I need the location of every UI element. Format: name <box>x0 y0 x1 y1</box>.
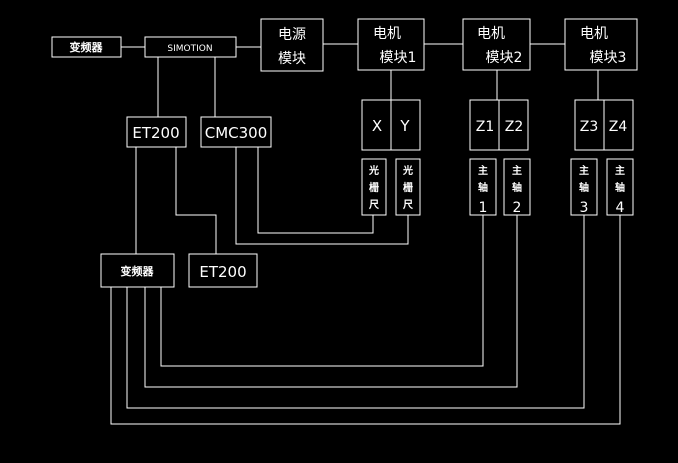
et200-lower-block: ET200 <box>188 253 258 288</box>
spindle-3-char-1: 主 <box>579 164 589 177</box>
spindle-1-char-1: 主 <box>478 164 488 177</box>
grating-ruler-1-char-1: 光 <box>368 164 379 177</box>
wire-vfd-spindle2 <box>144 215 518 388</box>
cmc300-label: CMC300 <box>205 124 268 142</box>
motor-module-3-block: 电机 模块3 <box>564 18 638 71</box>
axis-z3-label: Z3 <box>580 119 599 135</box>
motor-module-1-label-line1: 电机 <box>373 26 401 42</box>
vfd-bottom-block: 变频器 <box>100 253 175 288</box>
grating-ruler-2-char-2: 栅 <box>403 181 413 194</box>
cmc300-block: CMC300 <box>200 116 272 148</box>
spindle-4-char-2: 轴 <box>615 181 625 194</box>
motor-module-2-label-line2: 模块2 <box>486 50 523 66</box>
motor-module-3-label-line1: 电机 <box>580 26 608 42</box>
vfd-top-label: 变频器 <box>70 40 104 54</box>
grating-ruler-1: 光 栅 尺 <box>361 158 387 216</box>
spindle-2-char-2: 轴 <box>512 181 522 194</box>
wire-cmc300-grating2 <box>235 147 409 245</box>
wire-et200-et200 <box>175 147 217 254</box>
wire-vfd-spindle4 <box>110 215 621 425</box>
spindle-2-char-1: 主 <box>512 164 522 177</box>
axis-z1-label: Z1 <box>476 119 495 135</box>
simotion-label: SIMOTION <box>167 44 212 54</box>
wire-vfd-spindle3 <box>126 215 585 409</box>
spindle-3-char-2: 轴 <box>579 181 589 194</box>
spindle-4-number: 4 <box>616 200 625 216</box>
spindle-4-char-1: 主 <box>615 164 625 177</box>
axis-z4-box: Z4 <box>603 99 634 151</box>
power-module-block: 电源 模块 <box>260 18 324 72</box>
spindle-3: 主 轴 3 <box>570 158 598 216</box>
spindle-1-number: 1 <box>479 200 488 216</box>
wires <box>110 43 621 425</box>
grating-ruler-2-char-1: 光 <box>402 164 413 177</box>
spindle-3-number: 3 <box>580 200 589 216</box>
grating-ruler-2-char-3: 尺 <box>403 199 413 211</box>
axis-y-label: Y <box>399 117 410 135</box>
et200-lower-label: ET200 <box>199 263 246 281</box>
et200-upper-block: ET200 <box>126 116 187 148</box>
grating-ruler-2: 光 栅 尺 <box>395 158 421 216</box>
axis-z2-label: Z2 <box>505 119 524 135</box>
axis-x-box: X <box>361 99 392 151</box>
axis-z3-box: Z3 <box>574 99 605 151</box>
power-module-label-line2: 模块 <box>278 51 306 67</box>
vfd-top-block: 变频器 <box>51 36 122 58</box>
axis-y-box: Y <box>390 99 421 151</box>
grating-ruler-1-char-2: 栅 <box>369 181 379 194</box>
axis-z1-box: Z1 <box>469 99 500 151</box>
spindle-4: 主 轴 4 <box>606 158 634 216</box>
et200-upper-label: ET200 <box>132 124 179 142</box>
axis-z4-label: Z4 <box>609 119 628 135</box>
spindle-2-number: 2 <box>513 200 522 216</box>
power-module-label-line1: 电源 <box>278 27 306 43</box>
motor-module-3-label-line2: 模块3 <box>590 50 627 66</box>
axis-z2-box: Z2 <box>498 99 529 151</box>
axis-x-label: X <box>372 117 382 135</box>
simotion-block: SIMOTION <box>144 36 237 58</box>
grating-ruler-1-char-3: 尺 <box>369 199 379 211</box>
motor-module-1-block: 电机 模块1 <box>357 18 425 71</box>
wire-vfd-spindle1 <box>160 215 484 367</box>
spindle-1-char-2: 轴 <box>478 181 488 194</box>
vfd-bottom-label: 变频器 <box>121 264 155 278</box>
spindle-2: 主 轴 2 <box>503 158 531 216</box>
motor-module-2-label-line1: 电机 <box>477 26 505 42</box>
wire-cmc300-grating1 <box>257 133 374 234</box>
motor-module-2-block: 电机 模块2 <box>462 18 531 71</box>
spindle-1: 主 轴 1 <box>469 158 497 216</box>
motor-module-1-label-line2: 模块1 <box>380 50 417 66</box>
